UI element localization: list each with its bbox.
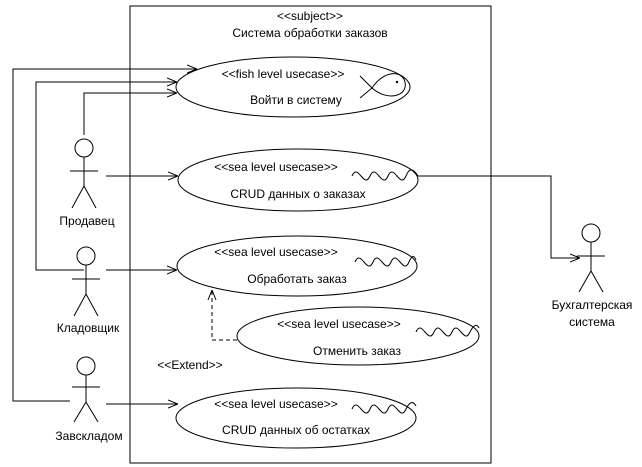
actor-warehouse-head-label: Завскладом: [55, 429, 122, 443]
usecase-login-stereotype: <<fish level usecase>>: [222, 67, 345, 81]
stick-figure-icon: [70, 138, 98, 209]
usecase-process-order[interactable]: <<sea level usecase>> Обработать заказ: [176, 235, 418, 297]
stick-figure-icon: [72, 356, 100, 423]
sea-level-wave-icon: [354, 256, 417, 267]
actor-storekeeper-label: Кладовщик: [57, 321, 120, 335]
system-boundary: [129, 5, 492, 464]
actor-warehouse-head[interactable]: Завскладом: [55, 356, 123, 443]
usecase-login-name: Войти в систему: [250, 93, 342, 107]
actor-accounting-system[interactable]: Бухгалтерская система: [552, 223, 633, 329]
association-storekeeper-login: [35, 82, 177, 271]
association-seller-login: [83, 93, 177, 135]
usecase-process-order-stereotype: <<sea level usecase>>: [214, 245, 337, 259]
associations: [12, 69, 580, 404]
usecase-crud-stock-stereotype: <<sea level usecase>>: [214, 397, 337, 411]
actor-seller-label: Продавец: [59, 214, 114, 228]
stick-figure-icon: [577, 223, 605, 293]
usecase-process-order-name: Обработать заказ: [247, 272, 347, 286]
system-name: Система обработки заказов: [232, 26, 387, 40]
stick-figure-icon: [72, 246, 100, 317]
usecase-crud-orders-name: CRUD данных о заказах: [230, 187, 365, 201]
sea-level-wave-icon: [351, 169, 419, 181]
actor-accounting-label-line1: Бухгалтерская: [552, 298, 633, 312]
actor-accounting-label-line2: система: [569, 315, 615, 329]
extend-label: <<Extend>>: [157, 358, 222, 372]
association-crud-orders-accounting: [418, 175, 580, 258]
usecase-cancel-order-name: Отменить заказ: [313, 344, 401, 358]
usecase-crud-orders-stereotype: <<sea level usecase>>: [214, 160, 337, 174]
extend-cancel-to-process: [212, 290, 237, 341]
system-stereotype: <<subject>>: [277, 9, 343, 23]
usecase-crud-stock-name: CRUD данных об остатках: [222, 423, 370, 437]
usecase-cancel-order-stereotype: <<sea level usecase>>: [277, 317, 400, 331]
fish-level-icon: [359, 73, 406, 99]
usecase-cancel-order[interactable]: <<sea level usecase>> Отменить заказ: [236, 306, 480, 366]
association-warehouse-head-login: [12, 69, 197, 402]
sea-level-wave-icon: [351, 402, 417, 414]
actor-seller[interactable]: Продавец: [59, 138, 115, 228]
sea-level-wave-icon: [415, 324, 480, 337]
actor-storekeeper[interactable]: Кладовщик: [57, 246, 120, 335]
usecase-login[interactable]: <<fish level usecase>> Войти в систему: [175, 56, 411, 118]
usecase-crud-stock[interactable]: <<sea level usecase>> CRUD данных об ост…: [175, 387, 417, 449]
usecase-crud-orders[interactable]: <<sea level usecase>> CRUD данных о зака…: [177, 148, 419, 212]
